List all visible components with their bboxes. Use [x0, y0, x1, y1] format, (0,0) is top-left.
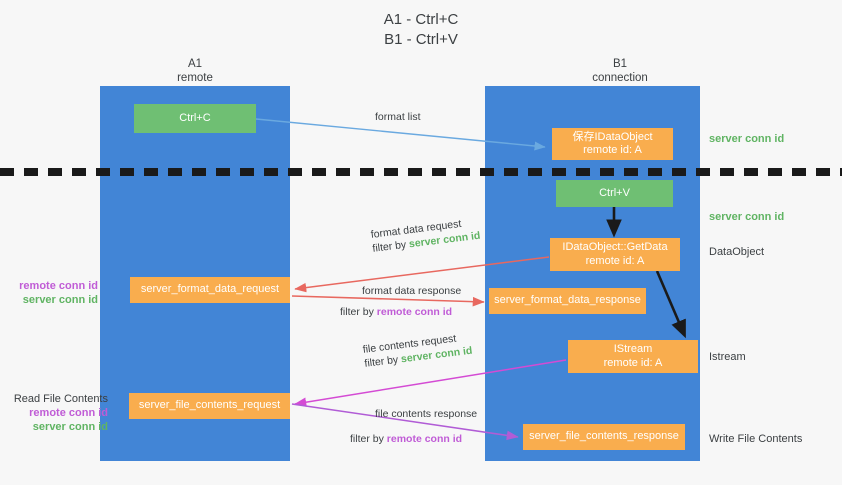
- edge-label-fcresp-filter-prefix: filter by: [350, 433, 387, 445]
- node-save-idataobject-line1: 保存IDataObject: [572, 130, 653, 143]
- annotation-remote-conn-id-upper: remote conn id: [19, 280, 98, 292]
- edge-label-fcresp-filter-value: remote conn id: [386, 433, 463, 445]
- edge-label-file-contents-response-filter: filter by remote conn id: [350, 432, 462, 446]
- edge-label-file-contents-response: file contents response: [375, 408, 478, 420]
- node-ctrl-c-label: Ctrl+C: [179, 111, 211, 124]
- edge-label-fdresp-filter-value: remote conn id: [376, 306, 453, 318]
- dashed-divider: [0, 168, 842, 176]
- node-ctrl-v-label: Ctrl+V: [599, 186, 630, 199]
- lane-a1-name: A1: [187, 58, 203, 70]
- edge-label-format-list: format list: [375, 111, 421, 123]
- node-format-data-response-label: server_format_data_response: [494, 294, 641, 307]
- lane-b1-name: B1: [612, 58, 628, 70]
- node-ctrl-c[interactable]: Ctrl+C: [134, 104, 256, 133]
- lane-a1-role: remote: [177, 72, 213, 84]
- annotation-server-conn-id-top: server conn id: [709, 133, 785, 145]
- annotation-dataobject: DataObject: [709, 246, 765, 258]
- node-server-file-contents-request[interactable]: server_file_contents_request: [129, 393, 290, 419]
- annotation-write-file-contents: Write File Contents: [709, 433, 803, 445]
- node-ctrl-v[interactable]: Ctrl+V: [556, 180, 673, 207]
- annotation-read-file-contents-heading: Read File Contents: [13, 393, 108, 405]
- edge-label-fdreq-filter-prefix: filter by: [371, 238, 410, 255]
- edge-label-fcreq-filter-prefix: filter by: [363, 353, 402, 370]
- edge-label-format-data-request: format data request filter by server con…: [370, 215, 481, 256]
- annotation-istream: Istream: [709, 351, 746, 363]
- node-getdata-line2: remote id: A: [585, 254, 645, 267]
- node-istream-line1: IStream: [613, 343, 653, 355]
- node-save-idataobject-line2: remote id: A: [583, 144, 642, 156]
- annotation-left-conn-ids-upper: remote conn id server conn id: [6, 279, 98, 307]
- edge-label-format-data-response: format data response: [362, 285, 462, 297]
- annotation-server-conn-id-lower: server conn id: [32, 421, 108, 433]
- node-server-format-data-request[interactable]: server_format_data_request: [130, 277, 290, 303]
- title-line-2: B1 - Ctrl+V: [384, 31, 458, 48]
- edge-label-file-contents-request: file contents request filter by server c…: [362, 330, 473, 371]
- title-line-1: A1 - Ctrl+C: [383, 11, 459, 28]
- annotation-left-read-file-contents: Read File Contents remote conn id server…: [6, 392, 108, 434]
- edge-label-format-data-response-filter: filter by remote conn id: [340, 305, 452, 319]
- page-title: A1 - Ctrl+C B1 - Ctrl+V: [0, 10, 842, 50]
- node-file-contents-request-label: server_file_contents_request: [138, 399, 281, 412]
- annotation-server-conn-id-upper: server conn id: [22, 294, 98, 306]
- annotation-remote-conn-id-lower: remote conn id: [29, 407, 108, 419]
- node-istream-line2: remote id: A: [603, 356, 663, 369]
- lane-b1-role: connection: [592, 72, 648, 84]
- node-server-file-contents-response[interactable]: server_file_contents_response: [523, 424, 685, 450]
- node-format-data-request-label: server_format_data_request: [140, 283, 280, 296]
- lane-header-b1: B1 connection: [545, 57, 695, 85]
- node-save-idataobject[interactable]: 保存IDataObject remote id: A: [552, 128, 673, 160]
- annotation-server-conn-id-second: server conn id: [709, 211, 785, 223]
- node-idataobject-getdata[interactable]: IDataObject::GetData remote id: A: [550, 238, 680, 271]
- node-server-format-data-response[interactable]: server_format_data_response: [489, 288, 646, 314]
- node-file-contents-response-label: server_file_contents_response: [529, 430, 679, 443]
- lane-header-a1: A1 remote: [120, 57, 270, 85]
- edge-label-fdresp-filter-prefix: filter by: [340, 306, 377, 318]
- node-getdata-line1: IDataObject::GetData: [562, 241, 668, 253]
- node-istream[interactable]: IStream remote id: A: [568, 340, 698, 373]
